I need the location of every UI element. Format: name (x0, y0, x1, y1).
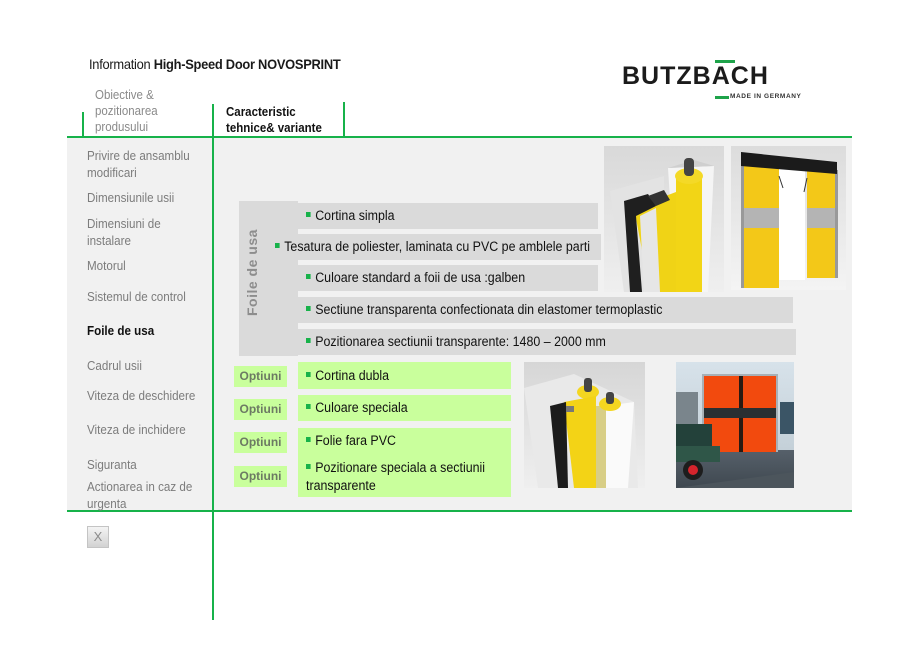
feature-item: Cortina simpla (306, 208, 395, 223)
close-button[interactable]: X (87, 526, 109, 548)
single-curtain-profile-image (604, 146, 724, 292)
sidebar-item-closing-speed[interactable]: Viteza de inchidere (87, 422, 186, 439)
feature-item: Culoare standard a foii de usa :galben (306, 270, 525, 285)
feature-item: Tesatura de poliester, laminata cu PVC p… (275, 239, 590, 254)
logo-brand: BUTZBACH (622, 62, 769, 90)
sidebar-item-label: Actionarea in caz de (87, 480, 193, 494)
sidebar-item-label: Dimensiunile usii (87, 191, 175, 205)
feature-box (298, 203, 598, 229)
option-box (298, 428, 511, 497)
option-label: Optiuni (234, 399, 287, 420)
option-label: Optiuni (234, 432, 287, 453)
tab-objectives-line: pozitionarea (95, 104, 158, 118)
sidebar-item-door-dimensions[interactable]: Dimensiunile usii (87, 190, 174, 207)
tab-divider-left (82, 112, 84, 137)
sidebar-item-label: Foile de usa (87, 324, 155, 338)
orange-door-building-image (676, 362, 794, 488)
sidebar-item-installation-dimensions[interactable]: Dimensiuni de instalare (87, 216, 161, 250)
sidebar-divider-line (212, 104, 214, 620)
section-label-box (239, 201, 298, 356)
title-prefix: Information (89, 56, 154, 72)
section-label: Foile de usa (244, 229, 260, 316)
bullet-icon (306, 463, 311, 469)
tab-technical-line: tehnice& variante (226, 121, 322, 135)
bullet-icon (306, 403, 311, 409)
option-item: Pozitionare speciala a sectiunii transpa… (306, 459, 504, 495)
sidebar-item-label: urgenta (87, 497, 127, 511)
header-divider-line (67, 136, 852, 138)
option-label: Optiuni (234, 366, 287, 387)
option-text: Folie fara PVC (315, 433, 396, 448)
yellow-door-open-image (731, 146, 846, 290)
bullet-icon (306, 337, 311, 343)
option-box (298, 395, 511, 421)
sidebar-item-safety[interactable]: Siguranta (87, 457, 137, 474)
bullet-icon (306, 305, 311, 311)
option-text: Pozitionare speciala a sectiunii transpa… (306, 460, 486, 493)
tab-objectives[interactable]: Obiective & pozitionarea produsului (95, 87, 158, 135)
option-text: Cortina dubla (315, 368, 390, 383)
feature-box (262, 234, 601, 260)
logo-tagline: MADE IN GERMANY (730, 93, 802, 100)
sidebar-item-label: Privire de ansamblu (87, 149, 190, 163)
sidebar-item-label: Viteza de inchidere (87, 423, 186, 437)
tab-objectives-line: produsului (95, 120, 149, 134)
sidebar-item-motor[interactable]: Motorul (87, 258, 126, 275)
option-item: Folie fara PVC (306, 433, 396, 448)
sidebar-item-label: modificari (87, 166, 137, 180)
sidebar-item-label: instalare (87, 234, 131, 248)
feature-item: Pozitionarea sectiunii transparente: 148… (306, 334, 606, 349)
feature-box (298, 329, 796, 355)
feature-text: Tesatura de poliester, laminata cu PVC p… (284, 239, 591, 254)
tab-objectives-line: Obiective & (95, 88, 154, 102)
footer-divider-line (67, 510, 852, 512)
feature-box (298, 265, 598, 291)
tab-divider-right (343, 102, 345, 137)
sidebar-item-label: Cadrul usii (87, 359, 142, 373)
orange-door-illustration (676, 374, 794, 488)
tab-technical-characteristics[interactable]: Caracteristic tehnice& variante (226, 104, 322, 136)
sidebar-item-opening-speed[interactable]: Viteza de deschidere (87, 388, 195, 405)
double-curtain-profile-image (524, 362, 645, 488)
bullet-icon (306, 371, 311, 377)
logo-bar-top (715, 60, 735, 63)
sidebar-item-label: Motorul (87, 259, 126, 273)
butzbach-logo: BUTZBACH MADE IN GERMANY (622, 60, 812, 104)
bullet-icon (306, 273, 311, 279)
sidebar-item-door-curtains[interactable]: Foile de usa (87, 323, 154, 340)
option-item: Culoare speciala (306, 400, 408, 415)
feature-box (298, 297, 793, 323)
feature-text: Sectiune transparenta confectionata din … (315, 302, 663, 317)
option-box (298, 362, 511, 389)
tab-technical-line: Caracteristic (226, 105, 296, 119)
sidebar-item-label: Siguranta (87, 458, 137, 472)
sidebar-item-label: Sistemul de control (87, 290, 186, 304)
feature-item: Sectiune transparenta confectionata din … (306, 302, 662, 317)
feature-text: Pozitionarea sectiunii transparente: 148… (315, 334, 606, 349)
title-product: High-Speed Door NOVOSPRINT (153, 56, 341, 72)
feature-text: Cortina simpla (315, 208, 395, 223)
feature-text: Culoare standard a foii de usa :galben (315, 270, 526, 285)
page-title: Information High-Speed Door NOVOSPRINT (89, 56, 341, 72)
bullet-icon (306, 436, 311, 442)
option-label: Optiuni (234, 466, 287, 487)
sidebar-item-label: Dimensiuni de (87, 217, 161, 231)
sidebar-item-label: Viteza de deschidere (87, 389, 196, 403)
bullet-icon (306, 211, 311, 217)
option-item: Cortina dubla (306, 368, 389, 383)
sidebar-item-overview[interactable]: Privire de ansamblu modificari (87, 148, 190, 182)
door-illustration (741, 152, 838, 288)
logo-bar-bottom (715, 96, 729, 99)
bullet-icon (275, 242, 280, 248)
option-text: Culoare speciala (315, 400, 408, 415)
sidebar-item-control-system[interactable]: Sistemul de control (87, 289, 186, 306)
sidebar-item-door-frame[interactable]: Cadrul usii (87, 358, 142, 375)
curtain-profile-illustration (610, 158, 714, 292)
double-curtain-illustration (524, 374, 638, 488)
sidebar-item-emergency-operation[interactable]: Actionarea in caz de urgenta (87, 479, 192, 513)
